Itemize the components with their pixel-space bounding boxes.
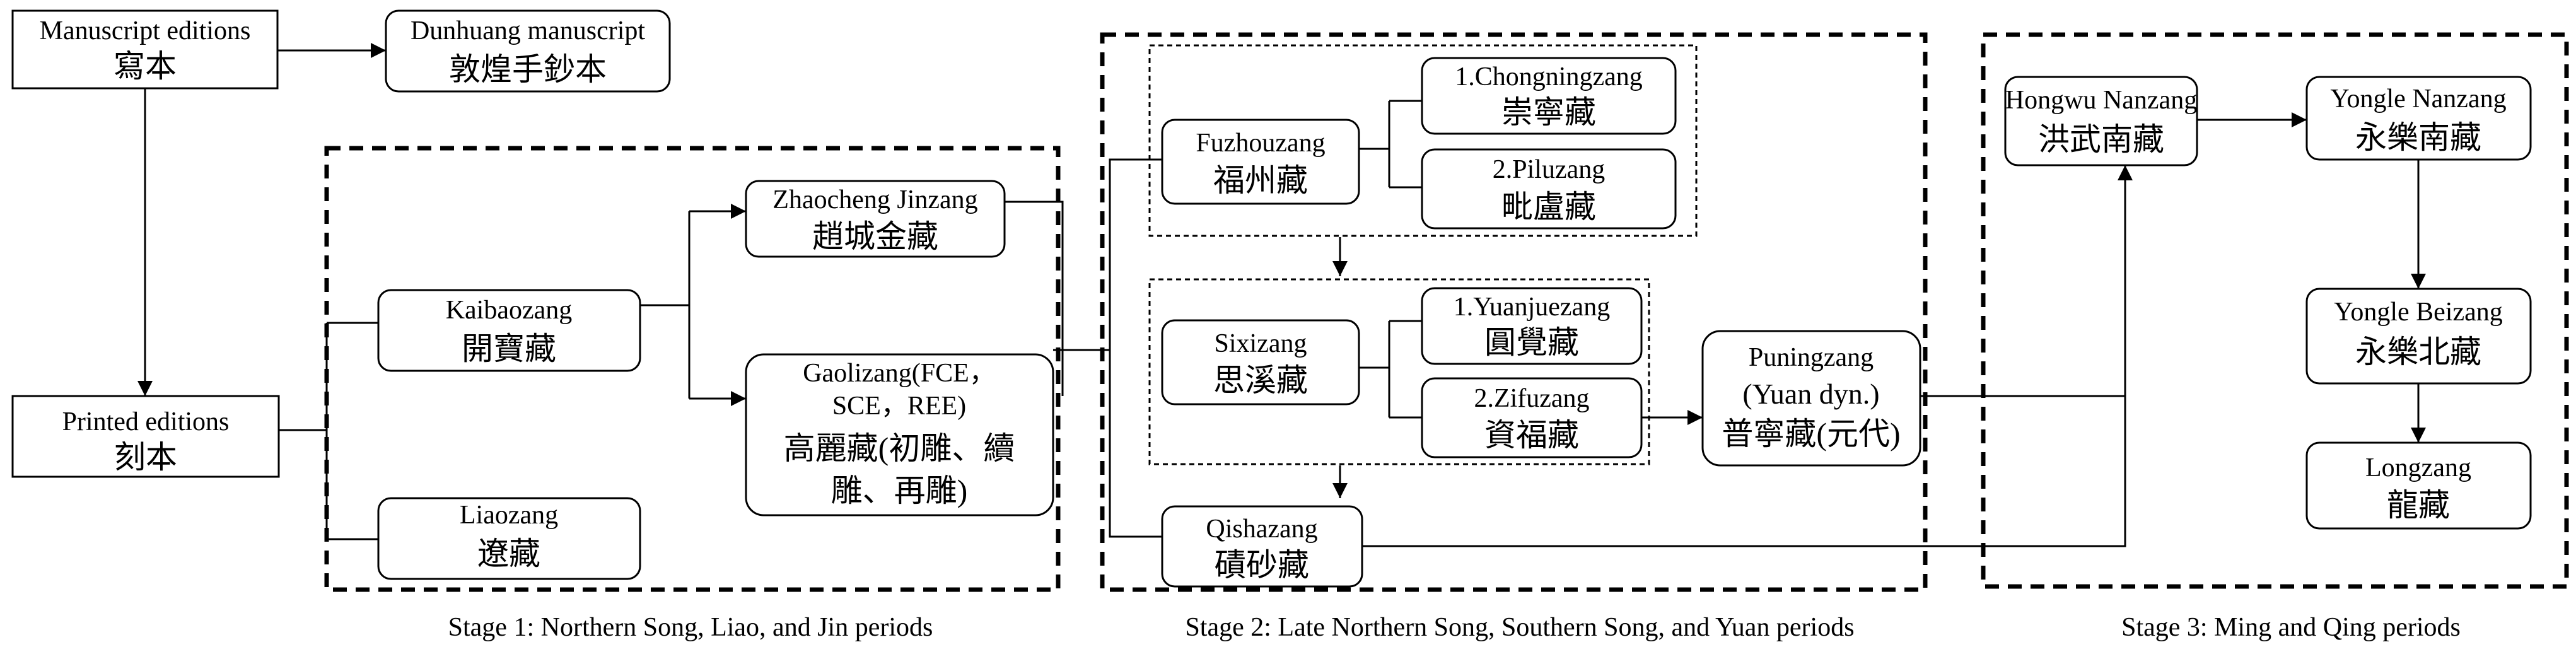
label-hongwu-en: Hongwu Nanzang: [2005, 86, 2197, 115]
label-yongle-bei-zh: 永樂北藏: [2355, 334, 2481, 370]
label-zhaocheng-zh: 趙城金藏: [812, 219, 938, 254]
node-fuzhouzang: [1161, 119, 1360, 205]
node-dunhuang: [385, 9, 671, 93]
label-kaibaozang-en: Kaibaozang: [446, 296, 573, 325]
label-printed-zh: 刻本: [114, 440, 177, 475]
label-sixizang-en: Sixizang: [1215, 329, 1307, 358]
node-zhaocheng: [745, 180, 1006, 258]
node-yuanjuezang: [1421, 287, 1643, 365]
edge-sixi-branch: [1359, 320, 1422, 419]
node-kaibaozang: [377, 289, 641, 372]
label-zifuzang-zh: 資福藏: [1484, 417, 1579, 453]
node-hongwu: [2004, 76, 2198, 166]
label-dunhuang-zh: 敦煌手鈔本: [449, 52, 607, 87]
fuzhou-group-frame: [1148, 44, 1698, 237]
edge-printed-branch: [279, 322, 378, 540]
label-gaolizang-en2: SCE，REE): [832, 392, 966, 421]
node-yongle-nan: [2305, 76, 2532, 161]
label-piluzang-en: 2.Piluzang: [1493, 155, 1605, 184]
label-manuscript-en: Manuscript editions: [40, 16, 251, 45]
label-chongningzang-zh: 崇寧藏: [1501, 95, 1596, 130]
label-printed-en: Printed editions: [62, 407, 230, 436]
label-zifuzang-en: 2.Zifuzang: [1474, 384, 1589, 413]
label-puningzang-zh: 普寧藏(元代): [1722, 416, 1900, 452]
connectors: [137, 43, 2426, 547]
node-manuscript: [11, 9, 279, 90]
stage-2-frame: [1100, 32, 1928, 592]
label-liaozang-en: Liaozang: [460, 501, 558, 530]
node-printed: [11, 395, 280, 478]
label-piluzang-zh: 毗盧藏: [1501, 189, 1596, 225]
label-kaibaozang-zh: 開寶藏: [462, 331, 556, 366]
edge-fuzhou-branch: [1359, 100, 1422, 189]
label-puningzang-en1: Puningzang: [1749, 343, 1874, 372]
label-puningzang-en2: (Yuan dyn.): [1742, 378, 1879, 410]
label-gaolizang-en1: Gaolizang(FCE，: [803, 359, 996, 388]
node-sixizang: [1161, 319, 1360, 405]
node-yongle-bei: [2305, 288, 2532, 385]
label-gaolizang-zh2: 雕、再雕): [831, 473, 968, 508]
node-zifuzang: [1421, 377, 1643, 458]
node-liaozang: [377, 497, 641, 580]
label-yongle-bei-en: Yongle Beizang: [2334, 298, 2503, 327]
label-dunhuang-en: Dunhuang manuscript: [411, 16, 645, 45]
label-qishazang-en: Qishazang: [1206, 515, 1317, 544]
edge-kaibao-trunk: [640, 211, 691, 399]
node-longzang: [2305, 441, 2532, 530]
label-longzang-zh: 龍藏: [2387, 487, 2450, 523]
edge-stage1-stage2: [1005, 158, 1162, 538]
stage-1-caption: Stage 1: Northern Song, Liao, and Jin pe…: [448, 613, 933, 642]
label-manuscript-zh: 寫本: [114, 49, 177, 84]
label-zhaocheng-en: Zhaocheng Jinzang: [772, 185, 977, 214]
label-chongningzang-en: 1.Chongningzang: [1455, 62, 1642, 91]
node-chongningzang: [1421, 57, 1677, 135]
edge-puning-hongwu: [1920, 165, 2133, 397]
label-fuzhouzang-zh: 福州藏: [1213, 163, 1308, 198]
label-qishazang-zh: 磧砂藏: [1215, 547, 1309, 583]
stage-3-caption: Stage 3: Ming and Qing periods: [2121, 613, 2461, 642]
label-yuanjuezang-en: 1.Yuanjuezang: [1454, 293, 1610, 322]
stage-2-caption: Stage 2: Late Northern Song, Southern So…: [1185, 613, 1854, 642]
label-liaozang-zh: 遼藏: [477, 536, 540, 571]
label-gaolizang-zh1: 高麗藏(初雕、續: [784, 431, 1015, 466]
label-longzang-en: Longzang: [2365, 453, 2471, 482]
node-gaolizang: [745, 353, 1054, 516]
sixi-group-frame: [1148, 278, 1650, 465]
label-sixizang-zh: 思溪藏: [1213, 363, 1308, 398]
node-qishazang: [1161, 505, 1363, 588]
label-hongwu-zh: 洪武南藏: [2038, 122, 2164, 157]
label-yuanjuezang-zh: 圓覺藏: [1484, 325, 1579, 360]
label-yongle-nan-zh: 永樂南藏: [2355, 120, 2481, 155]
edge-qisha-hongwu: [1362, 396, 2126, 547]
node-puningzang: [1701, 330, 1921, 467]
label-yongle-nan-en: Yongle Nanzang: [2330, 85, 2506, 114]
node-piluzang: [1421, 148, 1677, 230]
label-fuzhouzang-en: Fuzhouzang: [1196, 129, 1325, 158]
